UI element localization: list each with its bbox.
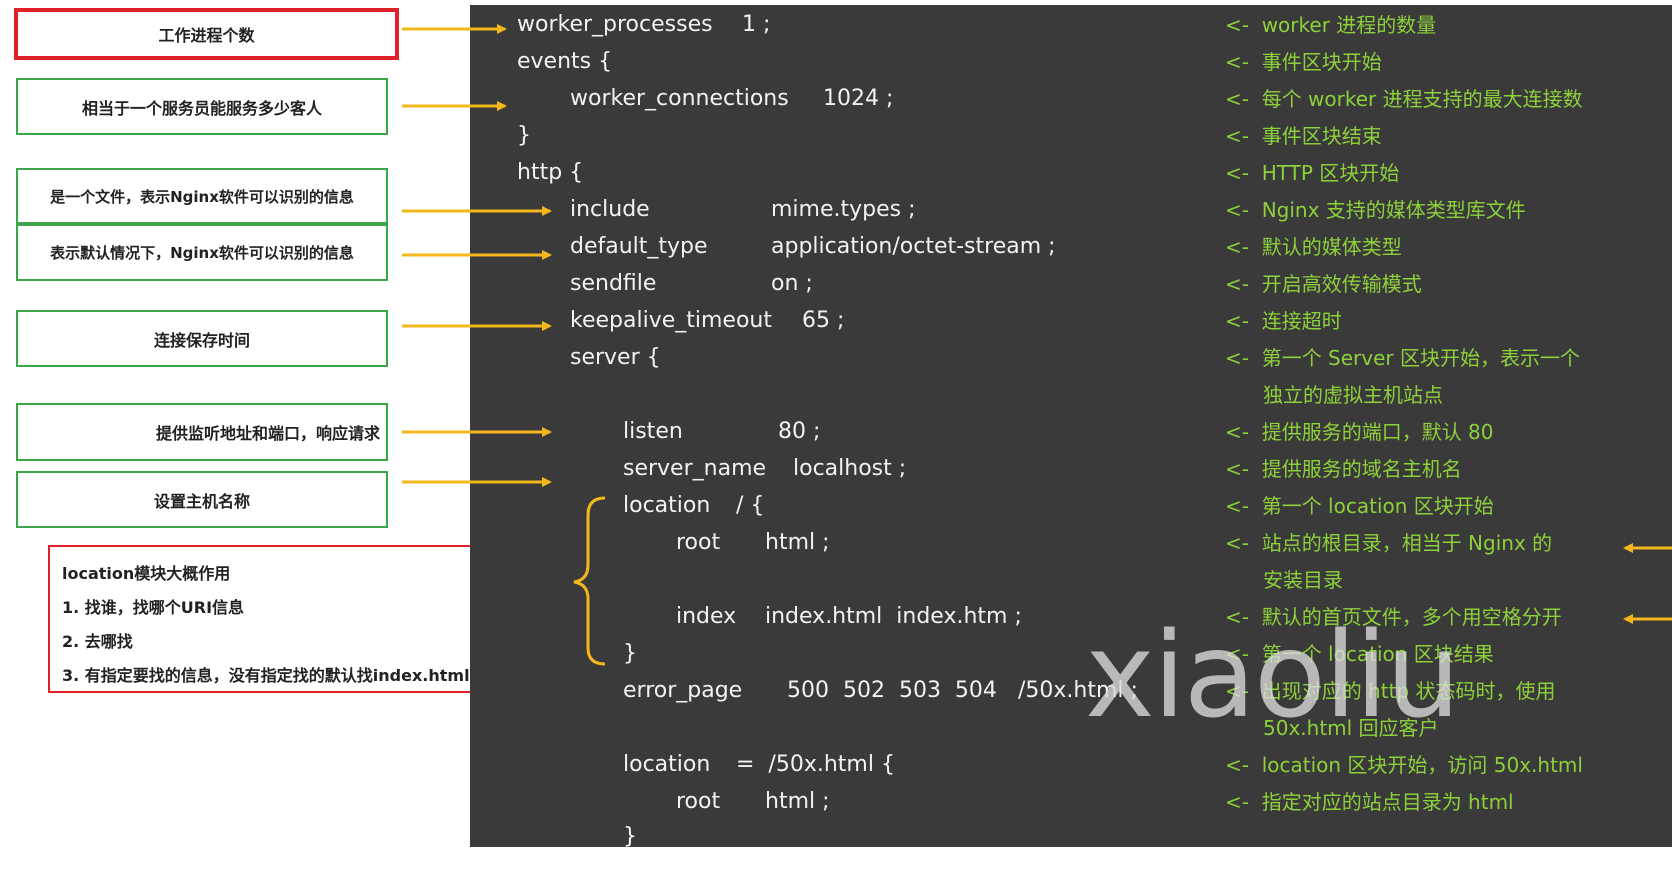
comment-line: <- 第一个 location 区块结果 [1225,642,1494,666]
note-default-type: 表示默认情况下，Nginx软件可以识别的信息 [16,224,388,281]
watermark: xiaoliu [1085,606,1460,744]
comment-line: <- location 区块开始，访问 50x.html [1225,753,1583,777]
note-text: 连接保存时间 [153,330,250,350]
comment-line: <- 默认的媒体类型 [1225,235,1402,259]
comment-line: <- 第一个 Server 区块开始，表示一个 [1225,346,1581,370]
code-line: server { [570,345,661,370]
comment-line: <- HTTP 区块开始 [1225,161,1400,185]
comment-line: <- 连接超时 [1225,309,1342,333]
note-text: 工作进程个数 [158,26,255,45]
note-keepalive: 连接保存时间 [16,310,388,367]
note-include: 是一个文件，表示Nginx软件可以识别的信息 [16,168,388,224]
location-note-title: location模块大概作用 [62,564,231,583]
note-worker-connections: 相当于一个服务员能服务多少客人 [16,78,388,135]
comment-line: <- 提供服务的端口，默认 80 [1225,420,1494,444]
note-text: 设置主机名称 [153,491,250,511]
note-listen: 提供监听地址和端口，响应请求 [16,403,388,461]
comment-line: <- Nginx 支持的媒体类型库文件 [1225,198,1526,222]
note-text: 提供监听地址和端口，响应请求 [155,424,380,443]
note-text: 是一个文件，表示Nginx软件可以识别的信息 [50,187,354,206]
code-panel [470,5,1672,847]
location-note-item: 2. 去哪找 [62,632,133,651]
code-line: location= /50x.html { [623,752,895,777]
code-line: } [623,641,637,666]
note-worker-processes: 工作进程个数 [14,8,399,60]
note-server-name: 设置主机名称 [16,471,388,528]
comment-line: <- 第一个 location 区块开始 [1225,494,1494,518]
note-text: 表示默认情况下，Nginx软件可以识别的信息 [50,244,354,262]
location-note: location模块大概作用 1. 找谁，找哪个URI信息 2. 去哪找 3. … [48,545,552,693]
code-line: http { [517,160,584,185]
comment-line: <- 出现对应的 http 状态码时，使用 [1225,679,1556,703]
comment-line: <- 事件区块开始 [1225,50,1382,74]
comment-line: <- 事件区块结束 [1225,124,1382,148]
location-brace [573,496,606,666]
code-line: events { [517,49,613,74]
code-line: location/ { [623,493,765,518]
code-line: } [517,123,531,148]
comment-line: 安装目录 [1263,568,1343,592]
annotation-arrows [402,24,1672,666]
comment-line: <- 提供服务的域名主机名 [1225,457,1462,481]
comment-line: <- 站点的根目录，相当于 Nginx 的 [1225,531,1553,555]
comment-line: 50x.html 回应客户 [1263,716,1439,740]
location-note-item: 3. 有指定要找的信息，没有指定找的默认找index.html [62,666,470,685]
comment-line: <- 开启高效传输模式 [1225,272,1422,296]
comment-line: <- 默认的首页文件，多个用空格分开 [1225,605,1562,629]
code-line: } [623,824,637,849]
comment-line: <- 指定对应的站点目录为 html [1225,790,1514,814]
comment-line: <- worker 进程的数量 [1225,13,1437,37]
note-text: 相当于一个服务员能服务多少客人 [81,98,322,118]
comment-line: <- 每个 worker 进程支持的最大连接数 [1225,87,1583,111]
location-note-item: 1. 找谁，找哪个URI信息 [62,598,245,617]
comment-line: 独立的虚拟主机站点 [1263,383,1443,407]
